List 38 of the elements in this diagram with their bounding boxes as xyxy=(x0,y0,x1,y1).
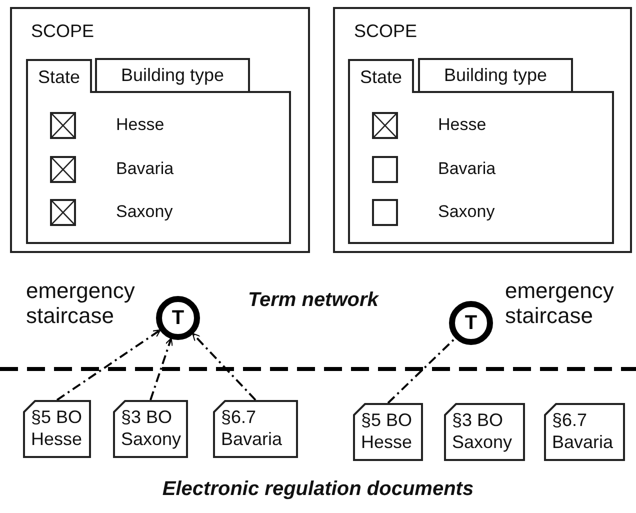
checked-checkbox xyxy=(50,112,76,139)
document-card: §3 BO Saxony xyxy=(444,403,525,461)
term-label: emergency staircase xyxy=(26,278,136,328)
document-card: §6.7 Bavaria xyxy=(213,400,298,458)
document-card: §3 BO Saxony xyxy=(113,400,188,458)
panel-title: SCOPE xyxy=(354,21,418,42)
tab-panel xyxy=(348,91,614,244)
checkbox xyxy=(372,199,398,226)
tab-panel xyxy=(26,91,291,244)
checkbox-label: Saxony xyxy=(438,202,495,222)
term-label: emergency staircase xyxy=(505,278,615,328)
tab: Building type xyxy=(418,58,573,91)
term-circle: T xyxy=(449,301,493,345)
checkbox xyxy=(372,156,398,183)
checked-checkbox xyxy=(372,112,398,139)
window-panel xyxy=(333,7,632,253)
document-card: §5 BO Hesse xyxy=(353,403,423,461)
connector xyxy=(56,329,161,401)
connector xyxy=(192,332,256,401)
checked-checkbox xyxy=(50,199,76,226)
checkbox-label: Hesse xyxy=(116,115,164,135)
checkbox-label: Hesse xyxy=(438,115,486,135)
window-panel xyxy=(10,7,310,253)
checkbox-label: Saxony xyxy=(116,202,173,222)
panel-title: SCOPE xyxy=(31,21,94,42)
document-card: §5 BO Hesse xyxy=(23,400,91,458)
tab: Building type xyxy=(95,58,250,91)
checkbox-label: Bavaria xyxy=(116,159,174,179)
section-heading: Electronic regulation documents xyxy=(162,478,474,501)
document-card: §6.7 Bavaria xyxy=(544,403,625,461)
connector xyxy=(387,338,456,404)
checkbox-label: Bavaria xyxy=(438,159,496,179)
checked-checkbox xyxy=(50,156,76,183)
connector xyxy=(150,338,173,400)
tab: State xyxy=(348,59,414,93)
section-heading: Term network xyxy=(248,289,378,312)
tab: State xyxy=(26,59,92,93)
term-circle: T xyxy=(156,296,200,340)
